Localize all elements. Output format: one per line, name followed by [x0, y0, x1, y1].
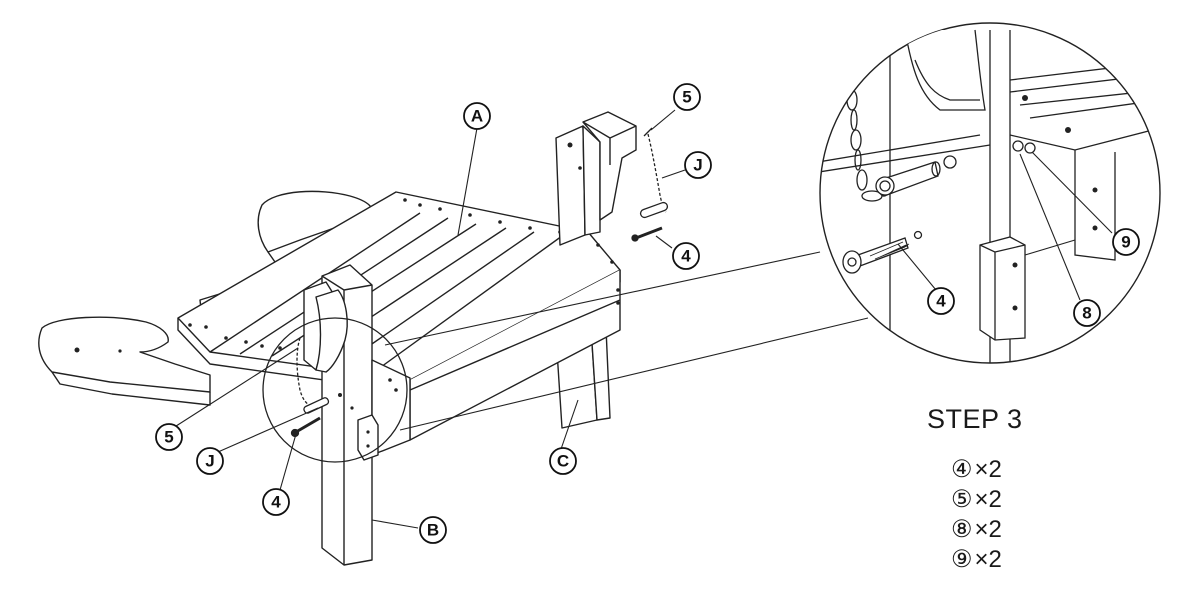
svg-text:4: 4: [681, 247, 691, 266]
bolt-left-icon: [295, 416, 321, 434]
parts-row: ⑧×2: [951, 516, 1002, 544]
step-title: STEP 3: [927, 404, 1023, 434]
detail-bolt-icon: [842, 237, 910, 274]
chain-right-icon: [647, 133, 667, 213]
bolt-right-icon: [635, 226, 663, 240]
callout-washer-lock: 9: [1112, 228, 1140, 256]
svg-text:5: 5: [682, 88, 691, 107]
callout-chain-right: J: [684, 151, 712, 179]
svg-text:J: J: [205, 452, 214, 471]
rear-bracket-top: [582, 121, 637, 165]
detail-view: [819, 22, 1161, 364]
detail-pin-icon: [875, 161, 941, 197]
callout-front-leg: B: [419, 516, 447, 544]
callout-pin-right: 5: [673, 83, 701, 111]
hardware-right: [631, 127, 669, 242]
part-number: ⑧: [951, 516, 973, 543]
svg-text:5: 5: [164, 428, 173, 447]
leader-lines: [172, 109, 686, 529]
rear-upright-side: [582, 125, 601, 236]
hardware-left: [290, 337, 330, 438]
detail-washer-lock-icon: [1024, 142, 1036, 154]
pin-right-icon: [639, 201, 669, 219]
front-bracket-face: [315, 289, 348, 373]
part-number: ⑤: [951, 486, 973, 513]
part-number: ④: [951, 456, 973, 483]
front-arm-side: [51, 371, 211, 406]
zoom-connector-bottom: [399, 317, 869, 431]
rear-bracket: [582, 111, 637, 221]
part-quantity: ×2: [974, 486, 1002, 513]
svg-text:B: B: [427, 521, 439, 540]
callout-bolt-detail: 4: [927, 287, 955, 315]
svg-text:J: J: [693, 156, 702, 175]
front-leg-b-edge: [321, 275, 373, 565]
svg-text:8: 8: [1082, 304, 1091, 323]
callout-seat: A: [463, 102, 491, 130]
parts-row: ④×2: [951, 456, 1002, 484]
svg-text:4: 4: [936, 292, 946, 311]
callout-washer-flat: 8: [1073, 299, 1101, 327]
part-number: ⑨: [951, 546, 973, 573]
arm-screw-hole: [118, 349, 122, 353]
callout-bolt-right: 4: [672, 242, 700, 270]
arm-screw-hole: [74, 347, 80, 353]
callout-chain-left: J: [196, 447, 224, 475]
front-block: [357, 414, 379, 461]
step-panel: STEP 3 ④×2 ⑤×2 ⑧×2 ⑨×2: [905, 398, 1095, 578]
zoom-circle: [262, 317, 408, 463]
parts-row: ⑨×2: [951, 546, 1002, 574]
svg-text:4: 4: [271, 493, 281, 512]
parts-row: ⑤×2: [951, 486, 1002, 514]
part-quantity: ×2: [974, 516, 1002, 543]
part-quantity: ×2: [974, 546, 1002, 573]
front-arm: [38, 316, 211, 393]
callout-bolt-left: 4: [262, 488, 290, 516]
svg-text:9: 9: [1121, 233, 1130, 252]
chair-assembly: [38, 111, 637, 566]
svg-text:C: C: [557, 452, 569, 471]
callout-back-leg: C: [549, 447, 577, 475]
part-quantity: ×2: [974, 456, 1002, 483]
zoom-connector-top: [384, 251, 821, 346]
svg-text:A: A: [471, 107, 483, 126]
callout-pin-left: 5: [155, 423, 183, 451]
detail-washer-flat-icon: [1012, 140, 1024, 152]
